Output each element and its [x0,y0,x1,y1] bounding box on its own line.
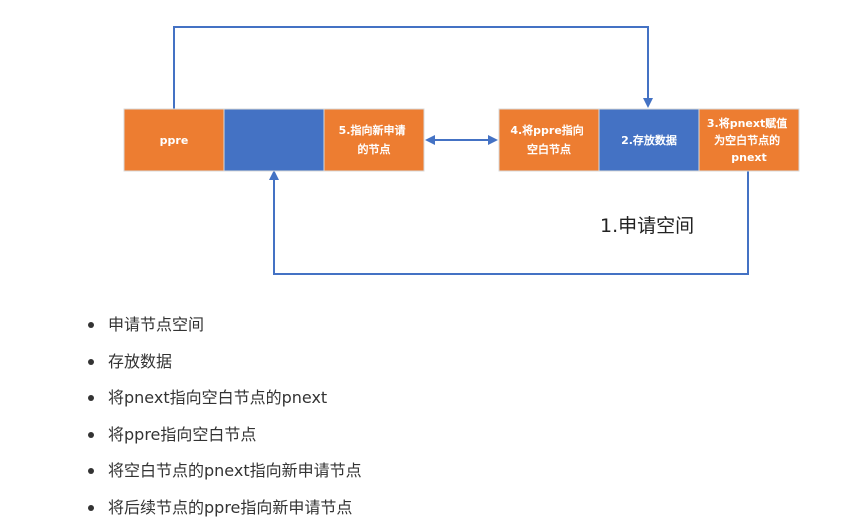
left-node: ppre 5.指向新申请 的节点 [123,108,425,172]
bullet-icon [88,431,94,438]
right-node-prev-label: 4.将ppre指向 空白节点 [510,123,587,156]
linked-list-insert-diagram: ppre 5.指向新申请 的节点 4.将ppre指向 空白节点 2.存放数据 3… [123,26,800,275]
list-item: 存放数据 [88,347,362,384]
list-item: 将空白节点的pnext指向新申请节点 [88,456,362,493]
list-item: 将后续节点的ppre指向新申请节点 [88,493,362,530]
diagram-caption: 1.申请空间 [600,215,694,237]
top-connector-arrow [173,26,653,109]
right-node-prev-label-line: 空白节点 [527,142,571,156]
step-text: 将后续节点的ppre指向新申请节点 [108,497,353,517]
right-node-next-cell [698,108,800,172]
bullet-icon [88,322,94,328]
right-node-next-label-line: pnext [731,151,767,164]
step-text: 存放数据 [108,351,173,371]
right-node-prev-cell [498,108,600,172]
bottom-connector-arrow [269,170,749,275]
step-text: 申请节点空间 [108,315,205,334]
bullet-icon [88,468,94,475]
list-item: 申请节点空间 [88,310,362,347]
steps-list: 申请节点空间 存放数据 将pnext指向空白节点的pnext 将ppre指向空白… [88,310,362,530]
right-node-next-label-line: 为空白节点的 [714,133,780,147]
list-item: 将ppre指向空白节点 [88,420,362,457]
right-node-next-label: 3.将pnext赋值 为空白节点的 pnext [707,116,791,164]
step-text: 将ppre指向空白节点 [108,424,257,444]
left-node-prev-label: ppre [160,134,189,147]
bullet-icon [88,395,94,402]
step-text: 将空白节点的pnext指向新申请节点 [108,461,362,481]
left-node-data-cell [223,108,325,172]
left-node-next-label: 5.指向新申请 的节点 [339,123,410,156]
right-node-next-label-line: 3.将pnext赋值 [707,116,787,130]
left-node-next-cell [323,108,425,172]
right-node: 4.将ppre指向 空白节点 2.存放数据 3.将pnext赋值 为空白节点的 … [498,108,800,172]
left-node-next-label-line: 的节点 [358,142,391,156]
left-node-next-label-line: 5.指向新申请 [339,123,406,137]
bullet-icon [88,358,94,365]
step-text: 将pnext指向空白节点的pnext [108,388,328,408]
list-item: 将pnext指向空白节点的pnext [88,383,362,420]
right-node-prev-label-line: 4.将ppre指向 [510,123,583,137]
bullet-icon [88,504,94,511]
left-node-prev-cell [123,108,225,172]
right-node-data-label: 2.存放数据 [621,133,677,147]
right-node-data-cell [598,108,700,172]
